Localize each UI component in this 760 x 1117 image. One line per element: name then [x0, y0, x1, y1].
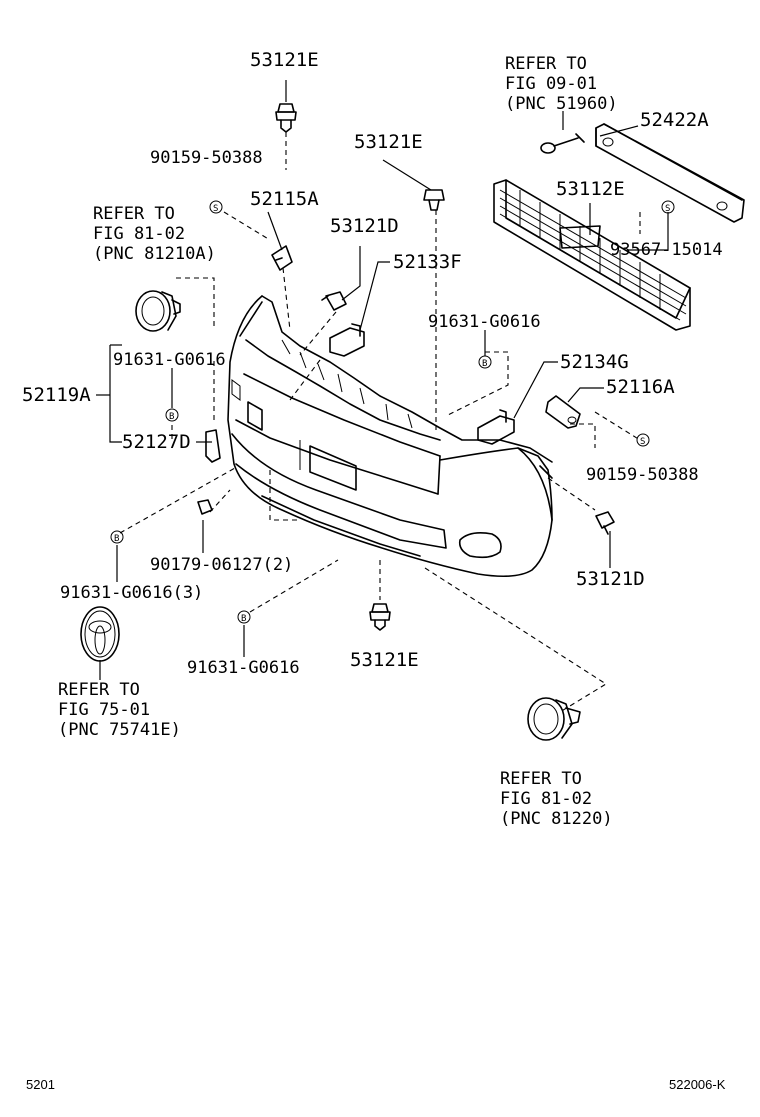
leader-52116a: [567, 387, 604, 403]
fog-lamp-left[interactable]: [135, 290, 181, 332]
bracket-52127d[interactable]: [205, 429, 221, 463]
label-53121d-bottom[interactable]: 53121D: [576, 568, 645, 590]
washer-90159-50388-a[interactable]: S: [209, 200, 223, 214]
ref-51960-line1: REFER TO: [505, 54, 587, 74]
leader-52422a: [599, 125, 639, 137]
ref-81220-line1: REFER TO: [500, 769, 582, 789]
footer-page-number: 5201: [26, 1077, 55, 1092]
svg-text:B: B: [114, 534, 119, 544]
part-labels: 53121E 90159-50388 52115A REFER TO FIG 8…: [22, 49, 726, 1092]
label-52127d[interactable]: 52127D: [122, 431, 191, 453]
svg-text:S: S: [665, 204, 670, 214]
clip-91631-g0616-3[interactable]: B: [110, 530, 124, 544]
clip-91631-bottom[interactable]: B: [237, 610, 251, 624]
washer-90159-50388-b[interactable]: S: [636, 433, 650, 447]
label-90159-50388-a[interactable]: 90159-50388: [150, 148, 263, 168]
label-53121e-top[interactable]: 53121E: [250, 49, 319, 71]
push-clip-53121e-top[interactable]: [275, 103, 297, 133]
bracket-52119a: [109, 345, 122, 443]
leader-53121e-mid: [382, 159, 432, 191]
washer-93567-15014[interactable]: S: [661, 200, 675, 214]
label-91631-g0616-bottom[interactable]: 91631-G0616: [187, 658, 300, 678]
label-52119a[interactable]: 52119A: [22, 384, 91, 406]
ref-81210a-line3[interactable]: (PNC 81210A): [93, 244, 216, 264]
label-91631-g0616-3[interactable]: 91631-G0616(3): [60, 583, 203, 603]
nut-90179-06127[interactable]: [197, 499, 213, 515]
clip-91631-left[interactable]: B: [165, 408, 179, 422]
svg-text:B: B: [169, 412, 174, 422]
svg-text:S: S: [640, 437, 645, 447]
bracket-52116a[interactable]: [545, 395, 581, 429]
assembly-dashed-lines: [119, 132, 641, 713]
ref-75741e-line2: FIG 75-01: [58, 700, 150, 720]
ref-75741e-line1: REFER TO: [58, 680, 140, 700]
ref-81210a-line1: REFER TO: [93, 204, 175, 224]
label-53112e[interactable]: 53112E: [556, 178, 625, 200]
reinforcement-52422a[interactable]: [595, 123, 745, 223]
bracket-52115a[interactable]: [271, 245, 293, 271]
label-91631-g0616-right[interactable]: 91631-G0616: [428, 312, 541, 332]
svg-text:B: B: [241, 614, 246, 624]
clip-53121d-top[interactable]: [321, 291, 347, 311]
push-clip-53121e-mid[interactable]: [423, 189, 445, 211]
label-90179-06127[interactable]: 90179-06127(2): [150, 555, 293, 575]
label-91631-g0616-left[interactable]: 91631-G0616: [113, 350, 226, 370]
front-bumper-cover-52119a[interactable]: [227, 295, 553, 578]
leader-52133f: [359, 261, 390, 331]
emblem-75741e[interactable]: [80, 606, 120, 662]
label-52134g[interactable]: 52134G: [560, 351, 629, 373]
leader-53121d-top: [341, 246, 361, 301]
label-52422a[interactable]: 52422A: [640, 109, 709, 131]
svg-text:S: S: [213, 204, 218, 214]
label-52116a[interactable]: 52116A: [606, 376, 675, 398]
grille-53112e[interactable]: [493, 179, 691, 331]
ref-81210a-line2: FIG 81-02: [93, 224, 185, 244]
label-52133f[interactable]: 52133F: [393, 251, 462, 273]
hook-51960[interactable]: [540, 133, 585, 154]
leader-52134g: [513, 361, 558, 419]
push-clip-53121e-bottom[interactable]: [369, 603, 391, 631]
label-53121e-bottom[interactable]: 53121E: [350, 649, 419, 671]
bracket-52134g[interactable]: [477, 409, 515, 445]
leader-93567: [628, 212, 669, 251]
clip-53121d-bottom[interactable]: [595, 511, 615, 535]
ref-75741e-line3[interactable]: (PNC 75741E): [58, 720, 181, 740]
label-53121e-mid[interactable]: 53121E: [354, 131, 423, 153]
ref-81220-line2: FIG 81-02: [500, 789, 592, 809]
label-52115a[interactable]: 52115A: [250, 188, 319, 210]
svg-text:B: B: [482, 359, 487, 369]
ref-51960-line3[interactable]: (PNC 51960): [505, 94, 618, 114]
bracket-52133f[interactable]: [329, 323, 365, 357]
leader-52115a: [267, 211, 283, 251]
footer-reference-code: 522006-K: [669, 1077, 726, 1092]
label-53121d-top[interactable]: 53121D: [330, 215, 399, 237]
clip-91631-right[interactable]: B: [478, 355, 492, 369]
label-90159-50388-b[interactable]: 90159-50388: [586, 465, 699, 485]
ref-81220-line3[interactable]: (PNC 81220): [500, 809, 613, 829]
fog-lamp-right[interactable]: [527, 697, 581, 741]
ref-51960-line2: FIG 09-01: [505, 74, 597, 94]
